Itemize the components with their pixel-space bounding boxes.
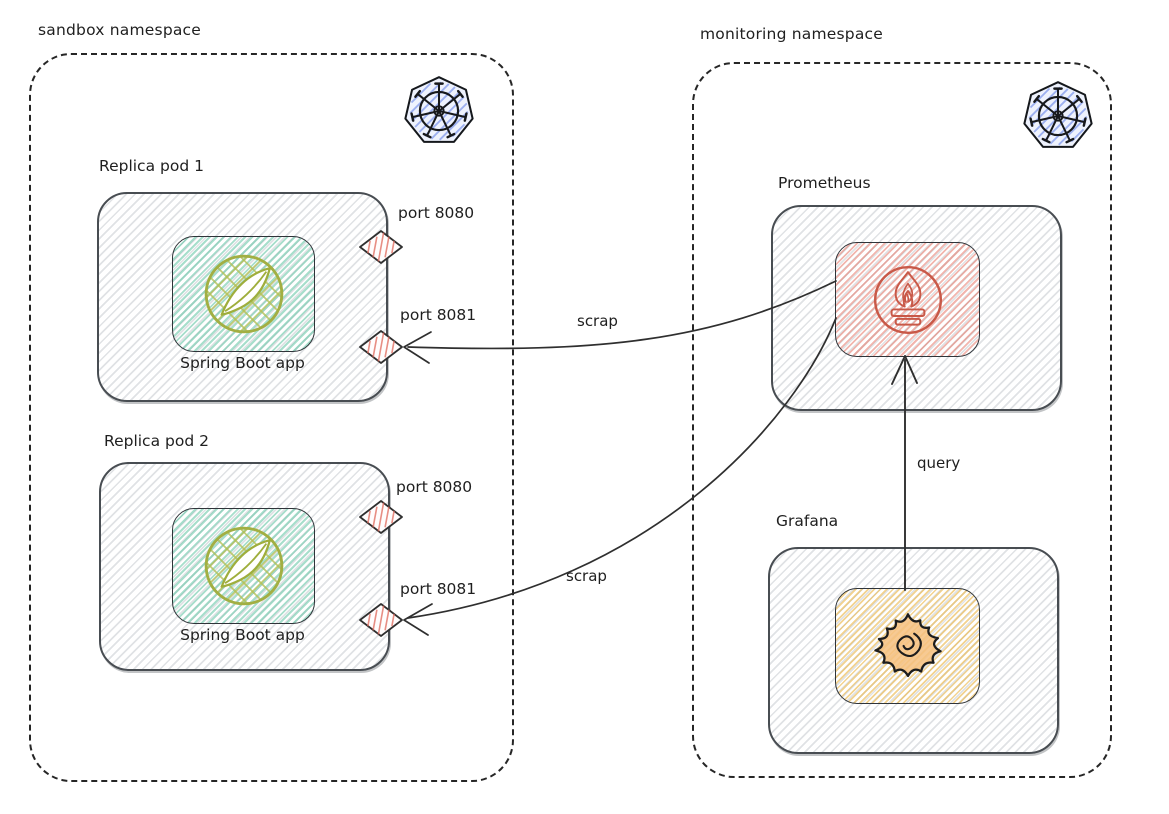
grafana-app-box <box>835 588 980 704</box>
kubernetes-icon <box>404 76 474 143</box>
prometheus-app-box <box>835 242 980 357</box>
sandbox-namespace-label: sandbox namespace <box>38 21 202 39</box>
pod-title-replica-2: Replica pod 2 <box>104 432 209 450</box>
grafana-icon <box>873 613 942 678</box>
edge-label-scrap-1: scrap <box>577 312 618 330</box>
port-8080-label-pod1: port 8080 <box>398 204 475 222</box>
port-8081-label-pod2: port 8081 <box>400 580 477 598</box>
spring-app-box-2 <box>172 508 315 624</box>
edge-label-query: query <box>917 454 961 472</box>
spring-boot-icon <box>204 254 283 334</box>
prometheus-icon <box>873 265 942 334</box>
spring-boot-icon <box>204 526 283 606</box>
spring-app-box-1 <box>172 236 315 352</box>
port-8081-label-pod1: port 8081 <box>400 306 477 324</box>
port-8080-label-pod2: port 8080 <box>396 478 473 496</box>
monitoring-namespace-label: monitoring namespace <box>700 25 883 43</box>
spring-app-label-2: Spring Boot app <box>180 626 305 644</box>
pod-title-grafana: Grafana <box>776 512 839 530</box>
spring-app-label-1: Spring Boot app <box>180 354 305 372</box>
kubernetes-icon <box>1023 81 1093 148</box>
edge-label-scrap-2: scrap <box>566 567 607 585</box>
pod-title-prometheus: Prometheus <box>778 174 871 192</box>
pod-title-replica-1: Replica pod 1 <box>99 157 204 175</box>
